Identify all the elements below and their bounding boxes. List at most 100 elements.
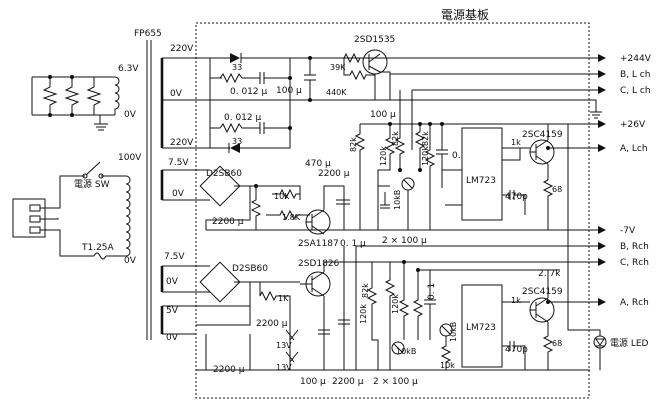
lm723-lch-label: LM723: [466, 176, 496, 186]
r18k-label: 1.8K: [282, 213, 301, 222]
power-switch[interactable]: [82, 161, 126, 179]
q-2sa1187: [305, 185, 350, 235]
transformer-name: FP655: [134, 29, 162, 39]
lm723-rch: [461, 284, 530, 370]
r10k-c-label: 10k: [440, 361, 455, 370]
r10k-label: 10K: [274, 192, 290, 201]
output-rails: [206, 54, 606, 306]
r27k-label: 2. 7k: [538, 269, 561, 279]
heater-winding: [114, 76, 120, 115]
lv-0v-label-a: 0V: [172, 189, 185, 199]
vr10k-a-label: 10kB: [393, 190, 402, 210]
lm723-rch-label: LM723: [466, 323, 496, 333]
c470u-label: 470 μ: [305, 159, 331, 169]
c2200-c-label: 2200 μ: [256, 319, 288, 329]
r1k-a-label: 1k: [511, 138, 521, 147]
q-2sc4159-lch: [529, 124, 555, 230]
heater-0v-label: 0V: [124, 110, 137, 120]
out-a-rch: A, Rch: [620, 298, 649, 308]
transformer-core: [146, 40, 152, 340]
primary-winding: [125, 175, 131, 257]
r120k-c-label: 120k: [359, 304, 368, 324]
r82k-d-label: 82k: [361, 283, 370, 298]
vr10k-b-label: 10kB: [396, 347, 416, 356]
c01-b-label: 0. 1 μ: [340, 239, 366, 249]
primary-0v-label: 0V: [124, 256, 137, 266]
z13v-b-label: 13V: [276, 363, 292, 372]
primary-100v-label: 100V: [118, 153, 142, 163]
lv-0v-label-b: 0V: [166, 277, 179, 287]
power-led: [567, 124, 607, 370]
q-2sd1535-label: 2SD1535: [354, 35, 395, 45]
c2200-d-label: 2200 μ: [213, 365, 245, 375]
r1k-b-label: 1K: [278, 294, 289, 303]
r33b-label: 33: [232, 137, 242, 146]
c01-c-label: 0. 1: [427, 283, 437, 300]
out-26v: +26V: [620, 120, 646, 130]
board-outline: [195, 22, 590, 399]
out-b-rch: B, Rch: [620, 242, 649, 252]
r120k-d-label: 120k: [391, 294, 400, 314]
fuse-label: T1.25A: [81, 243, 115, 253]
r120k-b-label: 120k: [421, 146, 430, 166]
r1k-c-label: 1k: [511, 296, 521, 305]
c100c-label: 100 μ: [300, 377, 326, 387]
vr10k-c-label: 10kB: [449, 322, 458, 342]
c470p-a-label: 470p: [505, 192, 528, 202]
c2200-b-label: 2200 μ: [212, 217, 244, 227]
q-2sc4159-rch: [529, 270, 555, 370]
out-a-lch: A, Lch: [620, 144, 648, 154]
c012b-label: 0. 012 μ: [224, 113, 261, 123]
ac-inlet: [12, 175, 85, 257]
rch-regulator-network: [366, 260, 560, 370]
z13v-a-label: 13V: [276, 341, 292, 350]
r39k-label: 39K: [330, 63, 346, 72]
c012a-label: 0. 012 μ: [230, 87, 267, 97]
out-b-lch: B, L ch: [620, 70, 650, 80]
q-2sa1187-label: 2SA1187: [298, 239, 339, 249]
q-2sd1826: [300, 246, 396, 370]
lm723-lch: [442, 127, 530, 221]
board-title: 電源基板: [441, 8, 489, 22]
power-led-label: 電源 LED: [610, 338, 649, 349]
out-c-lch: C, L ch: [620, 86, 651, 96]
neg-rectifier: [196, 165, 310, 230]
c2200-a-label: 2200 μ: [318, 169, 350, 179]
d2sb60-b-label: D2SB60: [232, 264, 268, 274]
lv-5v-label: 5V: [166, 306, 179, 316]
c2x100-a-label: 2 × 100 μ: [382, 236, 427, 246]
d2sb60-a-label: D2SB60: [206, 169, 242, 179]
r68-b-label: 68: [552, 339, 562, 348]
out-c-rch: C, Rch: [620, 258, 649, 268]
fuse: [85, 252, 126, 260]
lv-75v-label-b: 7.5V: [164, 252, 185, 262]
hv-220v-label-b: 220V: [170, 138, 194, 148]
lv-0v-label-c: 0V: [166, 333, 179, 343]
out-minus-7v: -7V: [620, 226, 636, 236]
heater-loads: [31, 75, 115, 131]
out-244v: +244V: [620, 54, 652, 64]
c2x100-b-label: 2 × 100 μ: [373, 377, 418, 387]
q-2sd1535: [332, 49, 391, 100]
c100a-label: 100 μ: [276, 86, 302, 96]
rch-rectifier: [196, 261, 590, 371]
q-2sc4159-rch-label: 2SC4159: [522, 287, 563, 297]
q-2sd1826-label: 2SD1826: [298, 259, 340, 269]
r82k-c-label: 82k: [421, 131, 430, 146]
r68-a-label: 68: [552, 185, 562, 194]
hv-0v-label: 0V: [170, 89, 183, 99]
power-switch-label: 電源 SW: [74, 179, 110, 190]
c100b-label: 100 μ: [370, 110, 396, 120]
r33a-label: 33: [232, 63, 242, 72]
lv-75v-label-a: 7.5V: [168, 158, 189, 168]
hv-220v-label: 220V: [170, 44, 194, 54]
q-2sc4159-lch-label: 2SC4159: [522, 130, 563, 140]
c470p-b-label: 470p: [505, 345, 528, 355]
hv-rectifier: [196, 53, 418, 153]
r120k-a-label: 120k: [379, 146, 388, 166]
c2200e-label: 2200 μ: [332, 377, 364, 387]
heater-voltage-label: 6.3V: [118, 64, 139, 74]
r440k-label: 440K: [326, 88, 347, 97]
r82k-a-label: 82k: [349, 137, 358, 152]
